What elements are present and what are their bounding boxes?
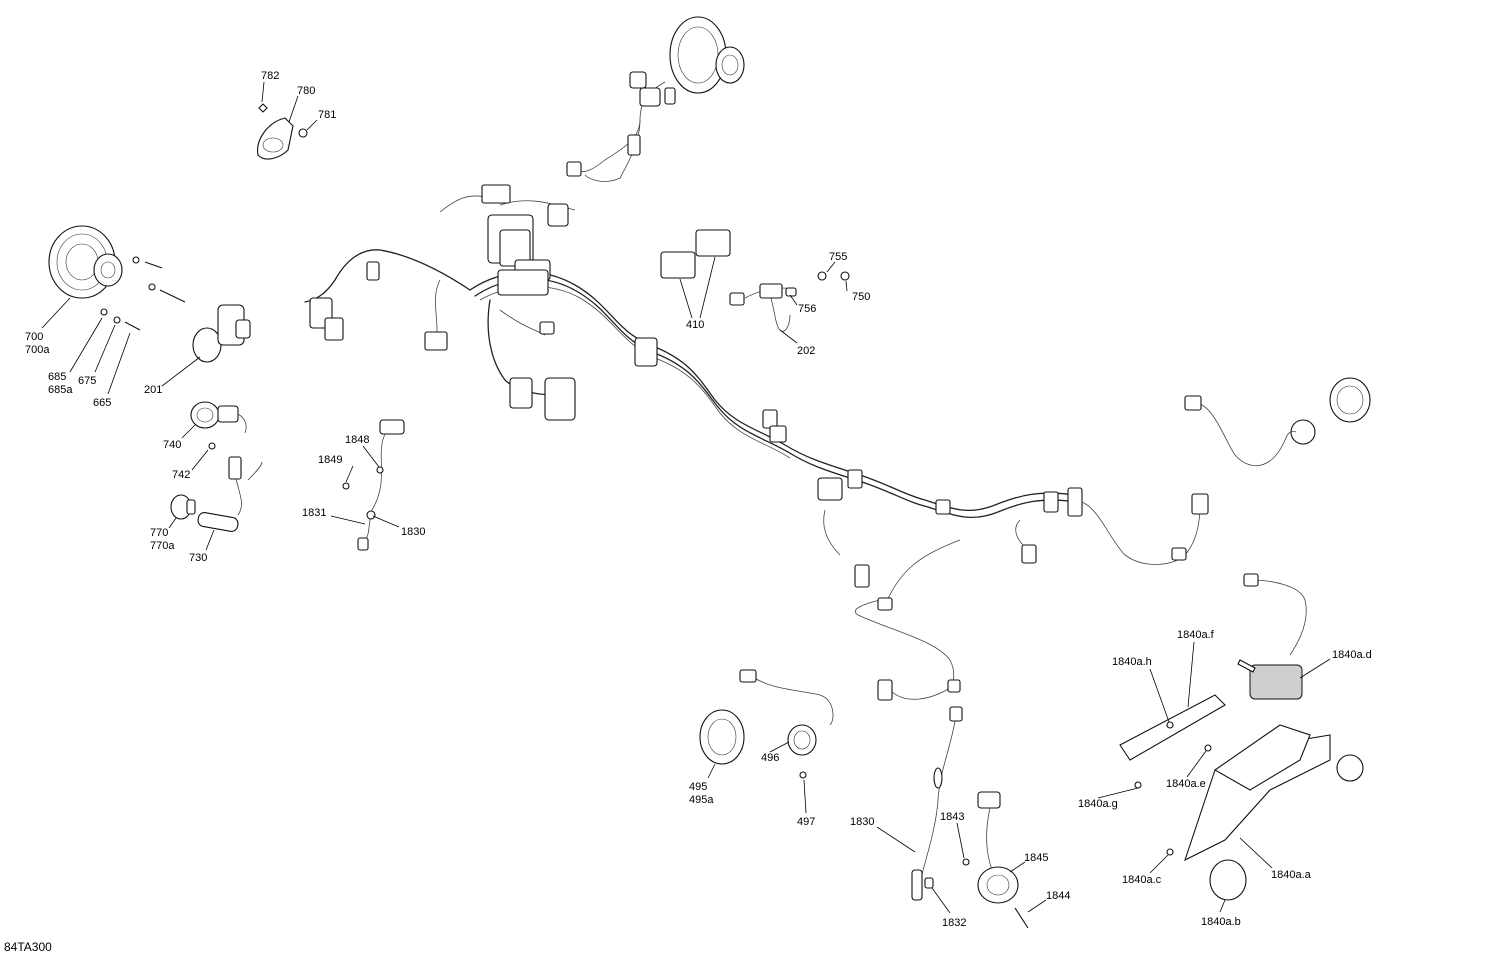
callout-1848: 1848 bbox=[345, 434, 369, 446]
document-code: 84TA300 bbox=[4, 940, 52, 954]
callout-1840a-b: 1840a.b bbox=[1201, 916, 1241, 928]
callout-782: 782 bbox=[261, 70, 279, 82]
callout-665: 665 bbox=[93, 397, 111, 409]
socket-770 bbox=[170, 494, 196, 520]
callout-1844: 1844 bbox=[1046, 890, 1070, 902]
callout-675: 675 bbox=[78, 375, 96, 387]
callout-700a: 700a bbox=[25, 344, 50, 356]
main-harness bbox=[304, 184, 1209, 701]
light-740 bbox=[190, 401, 247, 450]
sensor-1830-upper bbox=[342, 419, 405, 551]
callout-1830-bottom: 1830 bbox=[850, 816, 874, 828]
callout-700: 700 bbox=[25, 331, 43, 343]
callout-1849: 1849 bbox=[318, 454, 342, 466]
callout-780: 780 bbox=[297, 85, 315, 97]
callout-740: 740 bbox=[163, 439, 181, 451]
sensor-1830-lower bbox=[911, 706, 963, 901]
callout-1840a-a: 1840a.a bbox=[1271, 869, 1312, 881]
left-headlight-assembly bbox=[48, 225, 186, 331]
sensor-1845 bbox=[962, 791, 1029, 929]
cable-730 bbox=[197, 456, 263, 532]
callout-1843: 1843 bbox=[940, 811, 964, 823]
callout-781: 781 bbox=[318, 109, 336, 121]
callout-756: 756 bbox=[798, 303, 816, 315]
callout-1840a-g: 1840a.g bbox=[1078, 798, 1118, 810]
connector-201 bbox=[192, 304, 251, 363]
callout-742: 742 bbox=[172, 469, 190, 481]
callout-201: 201 bbox=[144, 384, 162, 396]
bracket-1840a bbox=[1119, 573, 1364, 901]
callout-750: 750 bbox=[852, 291, 870, 303]
callout-730: 730 bbox=[189, 552, 207, 564]
callout-labels: 782 780 781 700 700a 685 685a 675 665 20… bbox=[25, 70, 1372, 929]
callout-1840a-h: 1840a.h bbox=[1112, 656, 1152, 668]
lamp-496 bbox=[739, 669, 834, 779]
callout-1832: 1832 bbox=[942, 917, 966, 929]
callout-1840a-e: 1840a.e bbox=[1166, 778, 1206, 790]
callout-1845: 1845 bbox=[1024, 852, 1048, 864]
callout-495a: 495a bbox=[689, 794, 714, 806]
horn-assembly bbox=[257, 103, 308, 160]
callout-755: 755 bbox=[829, 251, 847, 263]
callout-1840a-c: 1840a.c bbox=[1122, 874, 1162, 886]
upper-light-assembly bbox=[566, 16, 745, 182]
callout-685a: 685a bbox=[48, 384, 73, 396]
leader-lines bbox=[41, 81, 1331, 914]
callout-495: 495 bbox=[689, 781, 707, 793]
callout-770: 770 bbox=[150, 527, 168, 539]
callout-202: 202 bbox=[797, 345, 815, 357]
callout-497: 497 bbox=[797, 816, 815, 828]
callout-410: 410 bbox=[686, 319, 704, 331]
callout-770a: 770a bbox=[150, 540, 175, 552]
relay-410 bbox=[660, 229, 731, 279]
callout-1830-top: 1830 bbox=[401, 526, 425, 538]
callout-685: 685 bbox=[48, 371, 66, 383]
harness-202 bbox=[729, 271, 850, 332]
lamp-495 bbox=[699, 709, 745, 765]
callout-1840a-d: 1840a.d bbox=[1332, 649, 1372, 661]
callout-1840a-f: 1840a.f bbox=[1177, 629, 1215, 641]
right-lamp-assembly bbox=[1184, 377, 1371, 467]
callout-1831: 1831 bbox=[302, 507, 326, 519]
callout-496: 496 bbox=[761, 752, 779, 764]
